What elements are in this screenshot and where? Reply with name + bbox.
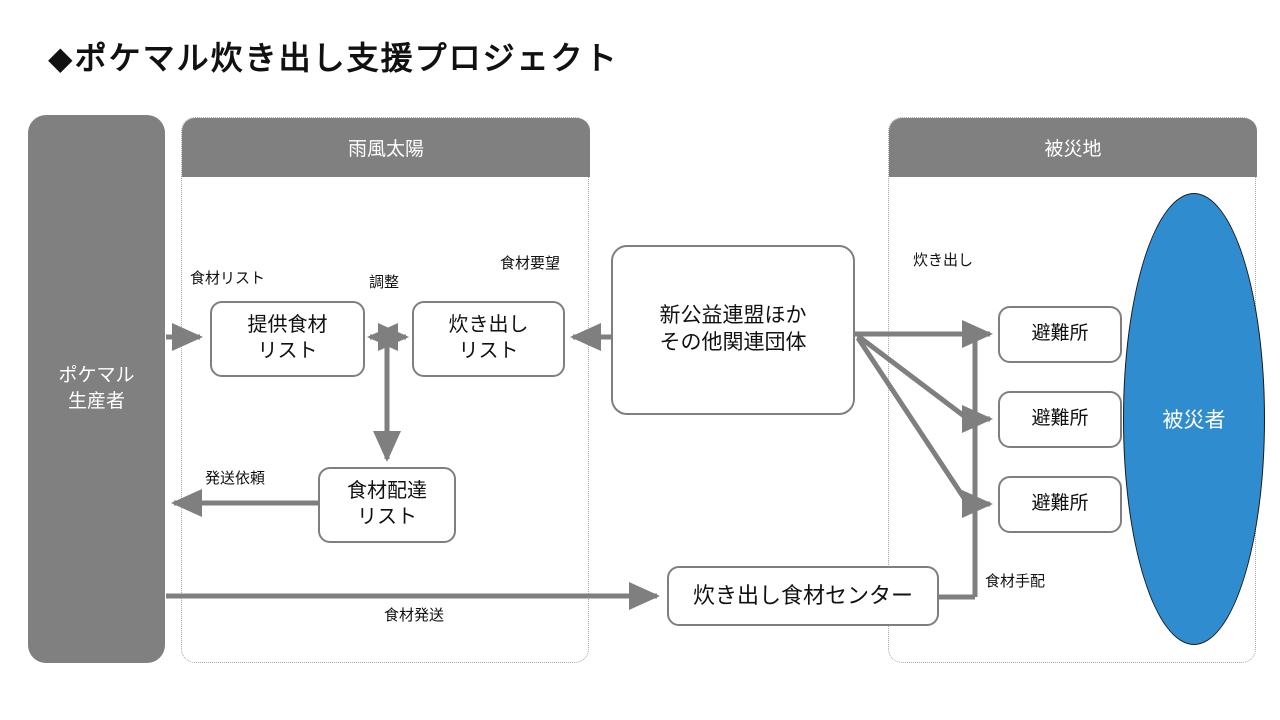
alliance-label-line2: その他関連団体 (659, 331, 807, 354)
lane-header-ame-kaze-taiyo: 雨風太陽 (182, 118, 590, 177)
producer-label: ポケマル 生産者 (58, 363, 134, 414)
node-pocketmarche-producer[interactable]: ポケマル 生産者 (28, 115, 165, 663)
cook-label-line2: リスト (458, 340, 519, 362)
supply-food-list-label: 提供食材 リスト (248, 313, 328, 364)
shelter-1-label: 避難所 (1031, 323, 1089, 345)
edge-label-food-request: 食材要望 (500, 255, 561, 272)
disaster-victims-label: 被災者 (1162, 409, 1226, 432)
node-cooking-food-center[interactable]: 炊き出し食材センター (667, 566, 939, 626)
node-shelter-1[interactable]: 避難所 (998, 306, 1122, 363)
delivery-label-line1: 食材配達 (347, 480, 427, 503)
node-shelter-2[interactable]: 避難所 (998, 391, 1122, 448)
cooking-food-center-label: 炊き出し食材センター (692, 582, 913, 608)
edge-label-food-list: 食材リスト (190, 270, 266, 287)
alliance-label-line1: 新公益連盟ほか (659, 304, 807, 328)
delivery-label-line2: リスト (357, 506, 417, 528)
shelter-3-label: 避難所 (1031, 493, 1089, 515)
producer-label-line2: 生産者 (67, 391, 125, 412)
edge-alliance-stem-3 (855, 336, 971, 506)
edge-label-adjust: 調整 (369, 274, 400, 291)
node-new-public-alliance[interactable]: 新公益連盟ほか その他関連団体 (611, 245, 855, 415)
node-disaster-victims[interactable]: 被災者 (1123, 193, 1265, 645)
node-shelter-3[interactable]: 避難所 (998, 476, 1122, 533)
edge-label-shipping-order: 発送依頼 (205, 470, 266, 487)
producer-label-line1: ポケマル (58, 365, 135, 387)
supply-label-line2: リスト (257, 340, 318, 362)
edge-label-cooking: 炊き出し (913, 252, 974, 269)
shelter-2-label: 避難所 (1031, 408, 1089, 430)
page-title: ◆ポケマル炊き出し支援プロジェクト (48, 40, 619, 76)
node-cooking-list[interactable]: 炊き出し リスト (412, 301, 565, 377)
node-food-delivery-list[interactable]: 食材配達 リスト (318, 467, 456, 543)
lane-disaster-area: 被災地 (888, 117, 1257, 663)
lane-header-disaster-area: 被災地 (889, 118, 1257, 177)
food-delivery-list-label: 食材配達 リスト (347, 479, 427, 530)
edge-label-food-arrange: 食材手配 (985, 573, 1046, 590)
lane-ame-kaze-taiyo: 雨風太陽 (181, 117, 590, 663)
node-supply-food-list[interactable]: 提供食材 リスト (210, 301, 365, 377)
alliance-label: 新公益連盟ほか その他関連団体 (660, 303, 807, 357)
edge-label-food-shipment: 食材発送 (384, 607, 445, 624)
supply-label-line1: 提供食材 (247, 314, 328, 337)
cook-label-line1: 炊き出し (448, 314, 529, 337)
edge-alliance-stem-2 (856, 334, 970, 421)
cooking-list-label: 炊き出し リスト (449, 313, 529, 364)
